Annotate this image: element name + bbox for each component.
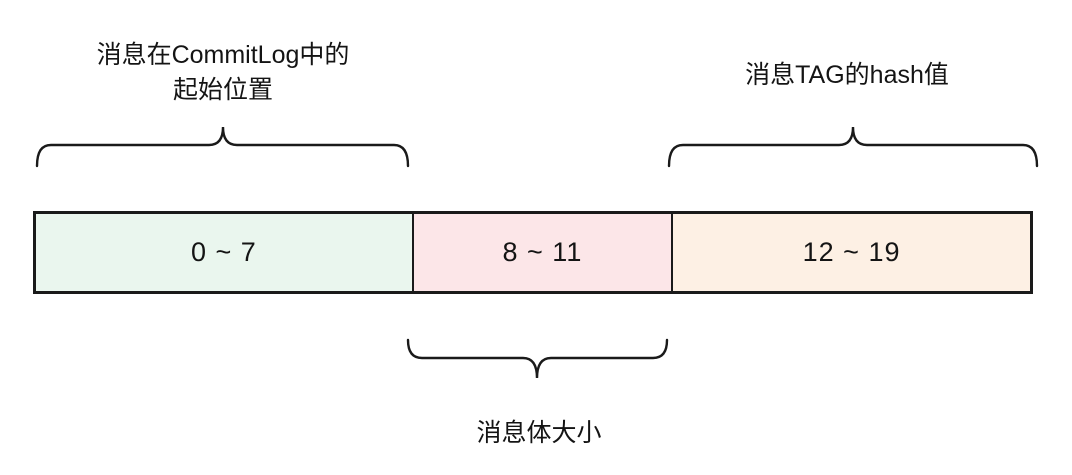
right-curly-brace [667, 126, 1039, 168]
left-curly-brace [35, 126, 410, 168]
annotation-commitlog-offset: 消息在CommitLog中的 起始位置 [53, 38, 393, 108]
segment-body-size: 8 ~ 11 [411, 214, 672, 291]
annotation-body-size: 消息体大小 [476, 419, 602, 447]
segment-tag-hash: 12 ~ 19 [671, 214, 1030, 291]
annotation-commitlog-offset-line2: 起始位置 [172, 76, 273, 104]
segment-commitlog-offset: 0 ~ 7 [36, 214, 412, 291]
annotation-tag-hash: 消息TAG的hash值 [745, 61, 949, 89]
annotation-commitlog-offset-line1: 消息在CommitLog中的 [96, 41, 350, 69]
bottom-curly-brace [406, 338, 669, 379]
byte-range-bar: 0 ~ 7 8 ~ 11 12 ~ 19 [33, 211, 1033, 294]
